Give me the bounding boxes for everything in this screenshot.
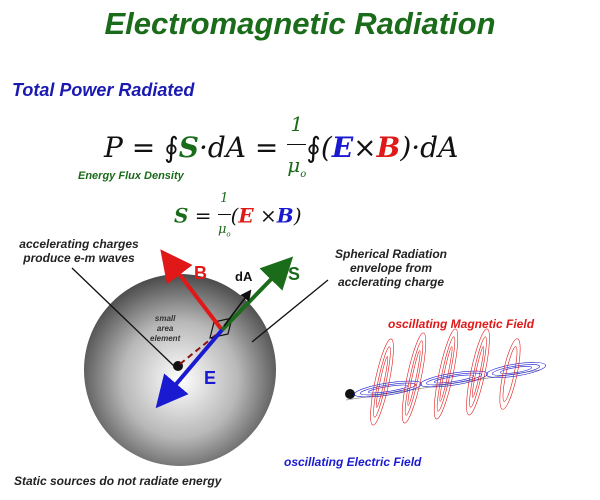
accelerating-charges-label: accelerating charges produce e-m waves: [19, 237, 139, 265]
electric-field-label: oscillating Electric Field: [284, 455, 422, 469]
magnetic-field-wave: [370, 328, 521, 426]
flux-density-label: Energy Flux Density: [78, 170, 184, 182]
spherical-radiation-label: Spherical Radiation envelope from accler…: [334, 247, 448, 289]
total-power-heading: Total Power Radiated: [12, 80, 195, 100]
small-area-element-label: small area element: [150, 314, 181, 343]
e-vector: [155, 328, 224, 409]
da-vector: [223, 289, 252, 327]
area-element: [209, 317, 233, 339]
b-vector-label: B: [194, 263, 207, 283]
wave-source-dot: [345, 389, 355, 399]
da-vector-label: dA: [235, 269, 253, 284]
magnetic-field-label: oscillating Magnetic Field: [388, 317, 535, 331]
b-vector: [160, 249, 224, 332]
e-vector-label: E: [204, 368, 217, 388]
page-title: Electromagnetic Radiation: [104, 6, 496, 41]
s-vector: [220, 256, 294, 332]
static-sources-note: Static sources do not radiate energy: [14, 474, 222, 488]
s-vector-label: S: [288, 264, 301, 284]
